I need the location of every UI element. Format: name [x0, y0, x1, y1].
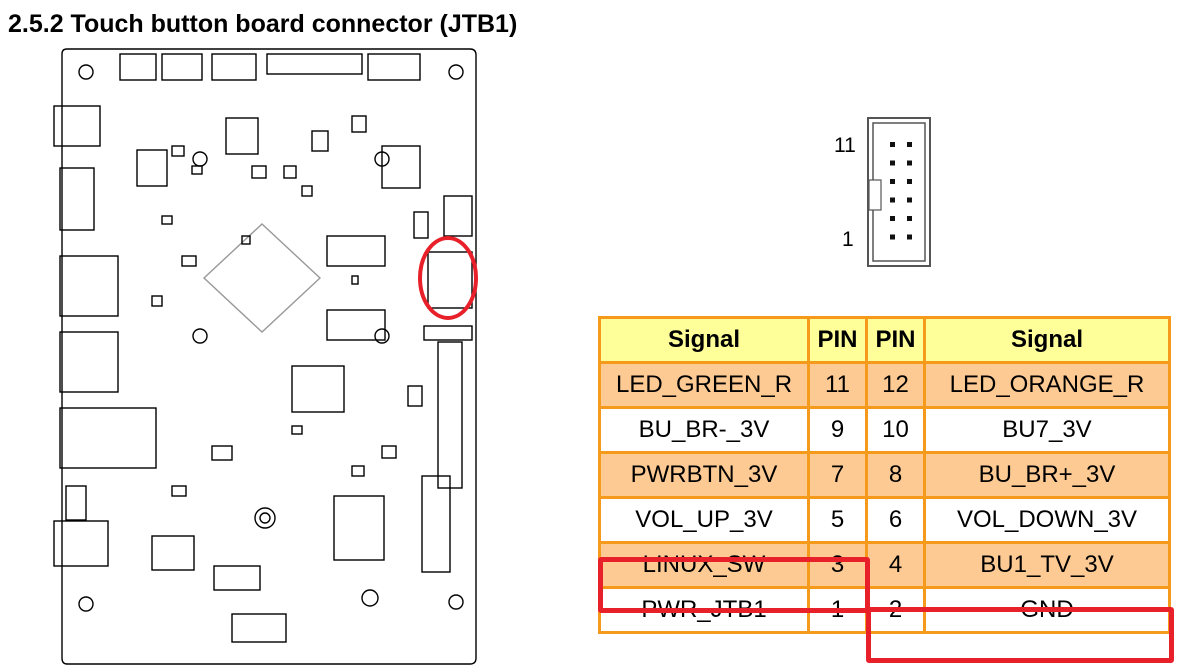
highlight-circle — [418, 236, 478, 320]
signal-right: BU7_3V — [923, 406, 1171, 454]
table-row: LED_GREEN_R 11 12 LED_ORANGE_R — [598, 361, 1171, 409]
header-signal-left: Signal — [598, 316, 810, 364]
pin-right: 10 — [865, 406, 926, 454]
pin-left: 9 — [807, 406, 868, 454]
header-pin-right: PIN — [865, 316, 926, 364]
connector-pin-diagram: 11 1 — [828, 112, 948, 272]
table-header-row: Signal PIN PIN Signal — [598, 316, 1171, 364]
connector-pin — [907, 197, 912, 203]
table-row: PWRBTN_3V 7 8 BU_BR+_3V — [598, 451, 1171, 499]
pin-left: 11 — [807, 361, 868, 409]
connector-pin — [907, 142, 912, 147]
connector-pin — [890, 160, 895, 166]
header-signal-right: Signal — [923, 316, 1171, 364]
header-pin-left: PIN — [807, 316, 868, 364]
table-row: LINUX_SW 3 4 BU1_TV_3V — [598, 541, 1171, 589]
connector-pin — [907, 160, 912, 166]
connector-pin — [907, 234, 912, 240]
pin-assignment-table: Signal PIN PIN Signal LED_GREEN_R 11 12 … — [598, 316, 1171, 634]
connector-pin — [890, 179, 895, 184]
connector-pin — [907, 216, 912, 221]
signal-right: VOL_DOWN_3V — [923, 496, 1171, 544]
pin-left: 7 — [807, 451, 868, 499]
table-row: PWR_JTB1 1 2 GND — [598, 586, 1171, 634]
section-title: 2.5.2 Touch button board connector (JTB1… — [8, 10, 518, 38]
pin-left: 5 — [807, 496, 868, 544]
table-row: VOL_UP_3V 5 6 VOL_DOWN_3V — [598, 496, 1171, 544]
connector-pin — [907, 179, 912, 184]
board-layout-diagram — [53, 48, 478, 665]
pin-right: 4 — [865, 541, 926, 589]
connector-pin — [890, 197, 895, 203]
pin-right: 6 — [865, 496, 926, 544]
signal-right: BU1_TV_3V — [923, 541, 1171, 589]
connector-body — [867, 117, 931, 267]
signal-left: BU_BR-_3V — [598, 406, 810, 454]
signal-left: VOL_UP_3V — [598, 496, 810, 544]
pin-right: 12 — [865, 361, 926, 409]
pin-left: 1 — [807, 586, 868, 634]
connector-pin — [890, 234, 895, 240]
pin-left: 3 — [807, 541, 868, 589]
signal-left: LINUX_SW — [598, 541, 810, 589]
pin-label-top: 11 — [834, 134, 856, 157]
signal-left: PWRBTN_3V — [598, 451, 810, 499]
connector-pin — [890, 142, 895, 147]
connector-pin — [890, 216, 895, 221]
pin-label-bottom: 1 — [842, 228, 854, 251]
pin-right: 8 — [865, 451, 926, 499]
table-row: BU_BR-_3V 9 10 BU7_3V — [598, 406, 1171, 454]
signal-right: BU_BR+_3V — [923, 451, 1171, 499]
signal-right: LED_ORANGE_R — [923, 361, 1171, 409]
signal-left: PWR_JTB1 — [598, 586, 810, 634]
signal-right: GND — [923, 586, 1171, 634]
pin-right: 2 — [865, 586, 926, 634]
signal-left: LED_GREEN_R — [598, 361, 810, 409]
